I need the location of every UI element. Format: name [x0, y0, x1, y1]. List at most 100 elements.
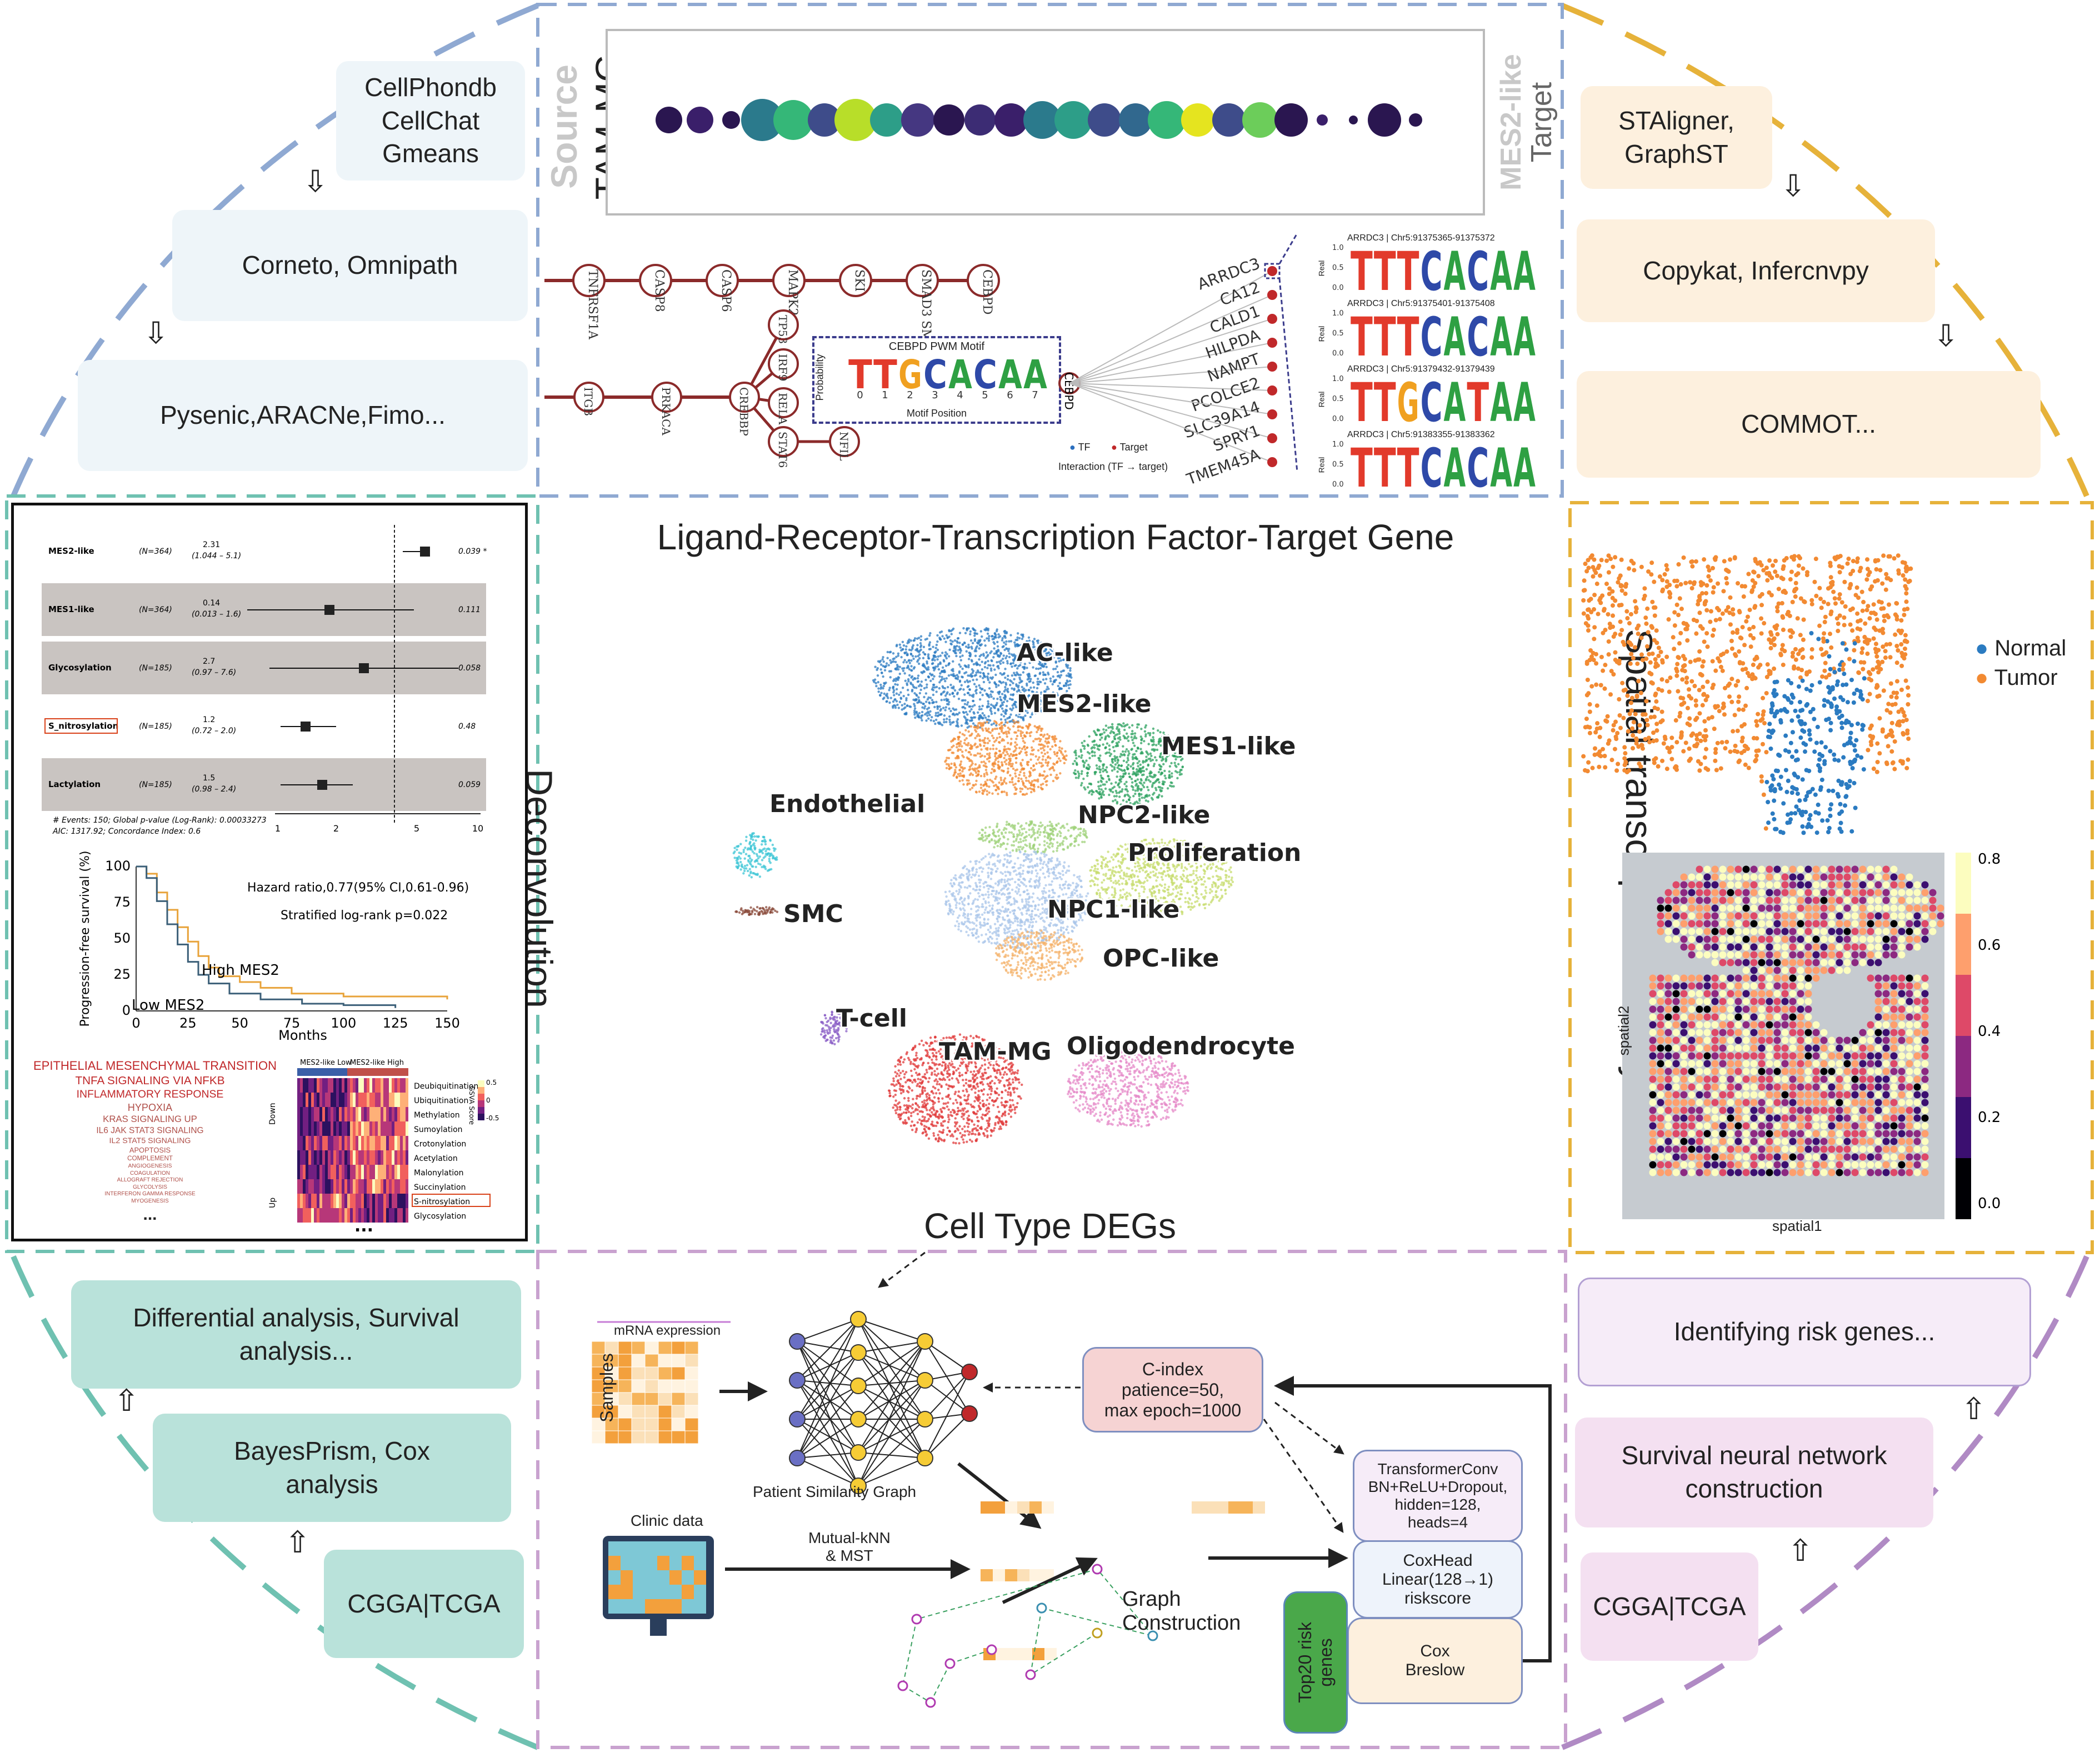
umap-point — [1083, 840, 1086, 844]
umap-point — [1041, 656, 1044, 659]
umap-point — [934, 722, 937, 725]
logo-letter: C — [1421, 437, 1443, 499]
heatmap-cell — [383, 1194, 386, 1208]
motif-title: CEBPD PWM Motif — [888, 340, 985, 353]
umap-point — [1149, 905, 1152, 908]
umap-point — [919, 701, 923, 704]
umap-point — [994, 763, 997, 765]
umap-point — [999, 704, 1003, 707]
logo-letter: T — [1374, 437, 1396, 499]
umap-point — [1003, 790, 1006, 793]
umap-point — [1133, 865, 1137, 868]
umap-point — [743, 857, 746, 860]
umap-point — [1038, 756, 1041, 759]
umap-point — [1036, 738, 1039, 740]
heatmap-cell — [339, 1179, 342, 1194]
umap-point — [1117, 898, 1121, 901]
gsea-term: EPITHELIAL MESENCHYMAL TRANSITION — [33, 1059, 277, 1073]
umap-point — [1144, 876, 1147, 879]
umap-point — [999, 698, 1002, 701]
heatmap-cell — [311, 1078, 314, 1093]
umap-point — [1100, 788, 1103, 791]
umap-point — [1036, 647, 1039, 650]
umap-point — [1163, 734, 1166, 737]
umap-point — [1138, 799, 1141, 802]
umap-point — [945, 720, 948, 723]
umap-point — [1102, 743, 1104, 746]
umap-point — [1174, 770, 1177, 773]
umap-point — [1096, 878, 1099, 880]
heatmap-cell — [328, 1121, 331, 1136]
umap-point — [927, 712, 930, 715]
umap-point — [1171, 772, 1173, 775]
umap-point — [1102, 763, 1104, 766]
umap-point — [963, 739, 966, 742]
umap-point — [1001, 707, 1004, 710]
umap-point — [963, 767, 966, 770]
umap-point — [906, 653, 909, 655]
umap-point — [768, 848, 771, 851]
umap-point — [897, 665, 899, 668]
umap-point — [1026, 667, 1028, 669]
umap-point — [927, 666, 930, 669]
umap-point — [1032, 830, 1035, 833]
umap-point — [1074, 754, 1077, 757]
umap-point — [1138, 892, 1141, 895]
forest-point — [317, 780, 327, 790]
logo-title: ARRDC3 | Chr5:91375401-91375408 — [1347, 299, 1495, 308]
umap-point — [1162, 845, 1166, 848]
umap-point — [898, 700, 902, 703]
umap-point — [761, 906, 764, 910]
umap-point — [1056, 847, 1059, 850]
umap-point — [1215, 896, 1218, 899]
umap-point — [1191, 885, 1194, 888]
umap-point — [1017, 673, 1020, 677]
umap-point — [916, 677, 919, 680]
umap-point — [1164, 740, 1168, 743]
umap-point — [1046, 842, 1048, 844]
umap-point — [992, 704, 994, 708]
umap-point — [771, 911, 774, 914]
umap-point — [965, 650, 968, 653]
heatmap-cell — [372, 1150, 375, 1165]
umap-point — [1104, 874, 1107, 878]
umap-point — [965, 737, 968, 740]
umap-point — [1037, 639, 1039, 642]
umap-point — [1101, 867, 1103, 870]
umap-point — [967, 742, 970, 745]
umap-point — [907, 666, 910, 669]
umap-point — [938, 638, 942, 640]
umap-point — [1028, 662, 1031, 664]
down-arrow-icon: ⇩ — [303, 165, 328, 198]
umap-point — [1122, 775, 1124, 779]
umap-point — [1102, 767, 1104, 770]
heatmap-cell — [311, 1165, 314, 1179]
umap-point — [1184, 900, 1187, 904]
umap-point — [1150, 754, 1153, 758]
umap-point — [1145, 843, 1148, 846]
umap-point — [1158, 891, 1161, 894]
umap-point — [1017, 780, 1020, 783]
target-node — [1267, 314, 1277, 324]
umap-point — [1181, 843, 1184, 846]
umap-point — [1087, 763, 1090, 767]
umap-point — [954, 874, 957, 877]
umap-point — [1047, 672, 1049, 674]
hub-label: CEBPD — [1062, 372, 1076, 410]
umap-point — [1194, 882, 1197, 885]
umap-point — [1001, 763, 1004, 766]
umap-point — [1045, 678, 1048, 680]
umap-point — [1119, 896, 1122, 899]
umap-point — [1157, 899, 1160, 902]
umap-point — [1055, 824, 1058, 827]
umap-point — [986, 705, 989, 708]
umap-point — [1173, 867, 1177, 870]
heatmap-cell — [358, 1136, 361, 1150]
umap-point — [1032, 844, 1035, 847]
umap-point — [967, 674, 969, 677]
umap-point — [947, 703, 950, 706]
umap-point — [948, 629, 951, 633]
umap-point — [983, 639, 986, 642]
